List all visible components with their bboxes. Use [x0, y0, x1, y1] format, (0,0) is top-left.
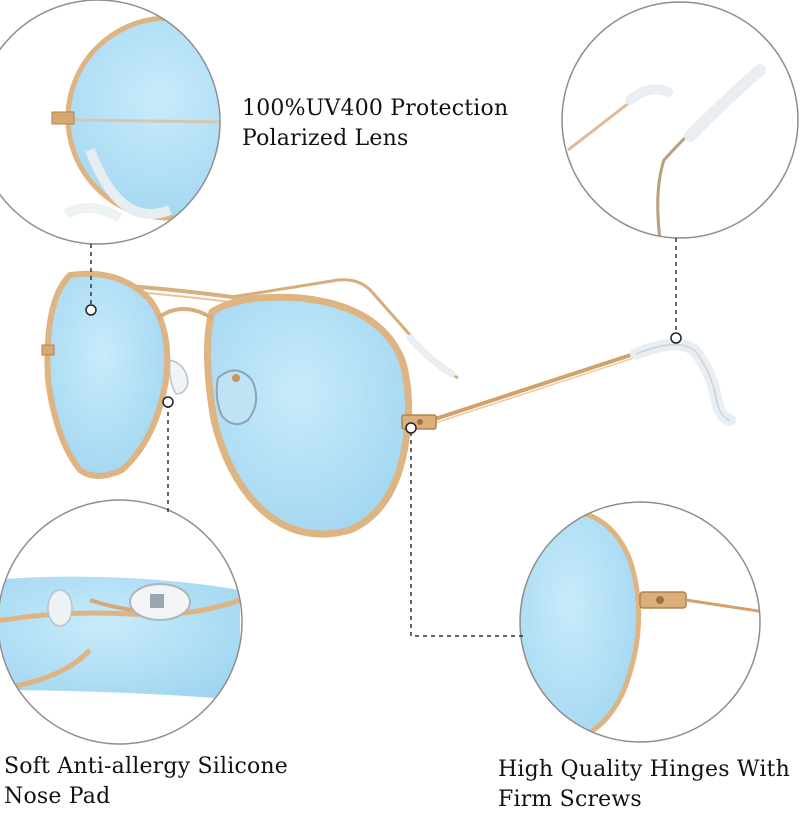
- right-nose-pad: [215, 369, 258, 426]
- detail-circle-nose-pad: [0, 499, 243, 745]
- caption-hinge-line1: High Quality Hinges With: [498, 757, 790, 782]
- caption-nose-pad: Soft Anti-allergy Silicone Nose Pad: [4, 752, 288, 812]
- caption-lens: 100%UV400 Protection Polarized Lens: [242, 94, 508, 154]
- callout-lines: [90, 238, 677, 637]
- detail-circle-temple-tip: [561, 1, 799, 239]
- callout-markers: [85, 304, 682, 434]
- caption-nose-pad-line1: Soft Anti-allergy Silicone: [4, 754, 289, 779]
- marker-hinge: [405, 422, 417, 434]
- near-temple-tip: [630, 338, 736, 426]
- left-lens: [44, 270, 171, 479]
- near-temple-arm: [431, 350, 641, 422]
- marker-temple: [670, 332, 682, 344]
- callout-line-hinge: [410, 432, 526, 637]
- detail-circle-lens: [0, 0, 221, 245]
- sunglasses-main: [41, 270, 736, 538]
- marker-nose: [162, 396, 174, 408]
- right-lens: [203, 293, 412, 538]
- marker-lens: [85, 304, 97, 316]
- caption-hinge: High Quality Hinges With Firm Screws: [498, 755, 790, 815]
- caption-lens-line2: Polarized Lens: [242, 126, 409, 151]
- detail-circle-hinge: [519, 501, 761, 743]
- lower-bridge: [156, 307, 214, 320]
- far-temple-tip: [406, 334, 456, 378]
- caption-nose-pad-line2: Nose Pad: [4, 784, 111, 809]
- left-nose-pad: [168, 359, 189, 395]
- left-hinge: [41, 344, 55, 356]
- caption-lens-line1: 100%UV400 Protection: [242, 96, 509, 121]
- caption-hinge-line2: Firm Screws: [498, 787, 642, 812]
